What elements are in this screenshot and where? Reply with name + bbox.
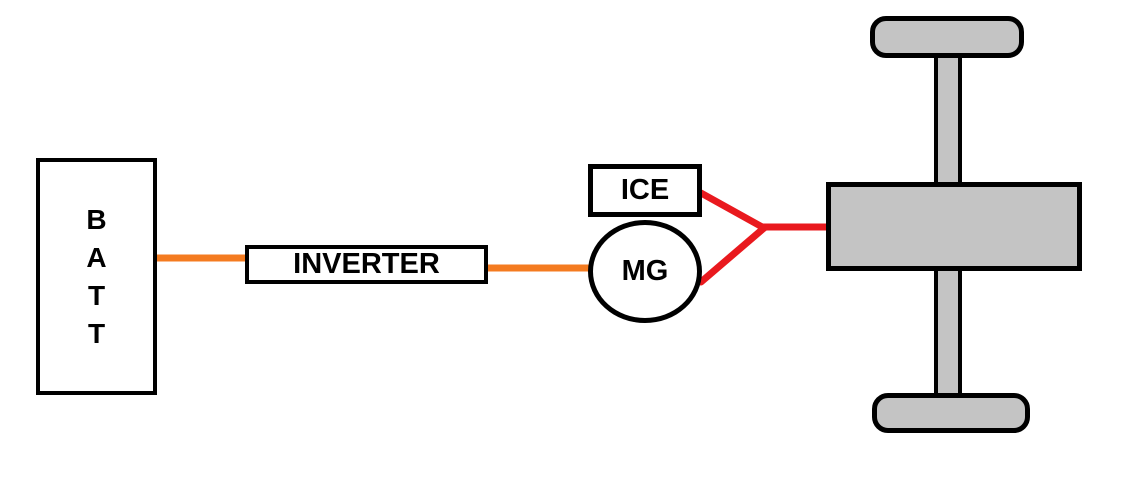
ice-label: ICE	[620, 174, 670, 206]
ice-junction-link	[697, 189, 768, 232]
gearbox	[826, 182, 1082, 271]
battery-letter: T	[87, 317, 106, 349]
battery-box: B A T T	[36, 158, 157, 395]
ice-box: ICE	[588, 164, 702, 217]
axle-top	[934, 50, 962, 190]
inverter-label: INVERTER	[293, 248, 440, 280]
battery-letter: T	[87, 279, 106, 311]
motor-generator-circle: MG	[588, 220, 702, 323]
motor-generator-label: MG	[621, 255, 669, 287]
wheel-top	[870, 16, 1024, 58]
battery-letter: A	[86, 241, 107, 273]
wheel-bottom	[872, 393, 1030, 433]
axle-bottom	[934, 262, 962, 402]
battery-letter: B	[86, 203, 107, 235]
inverter-box: INVERTER	[245, 245, 488, 284]
mg-junction-link	[697, 224, 768, 286]
